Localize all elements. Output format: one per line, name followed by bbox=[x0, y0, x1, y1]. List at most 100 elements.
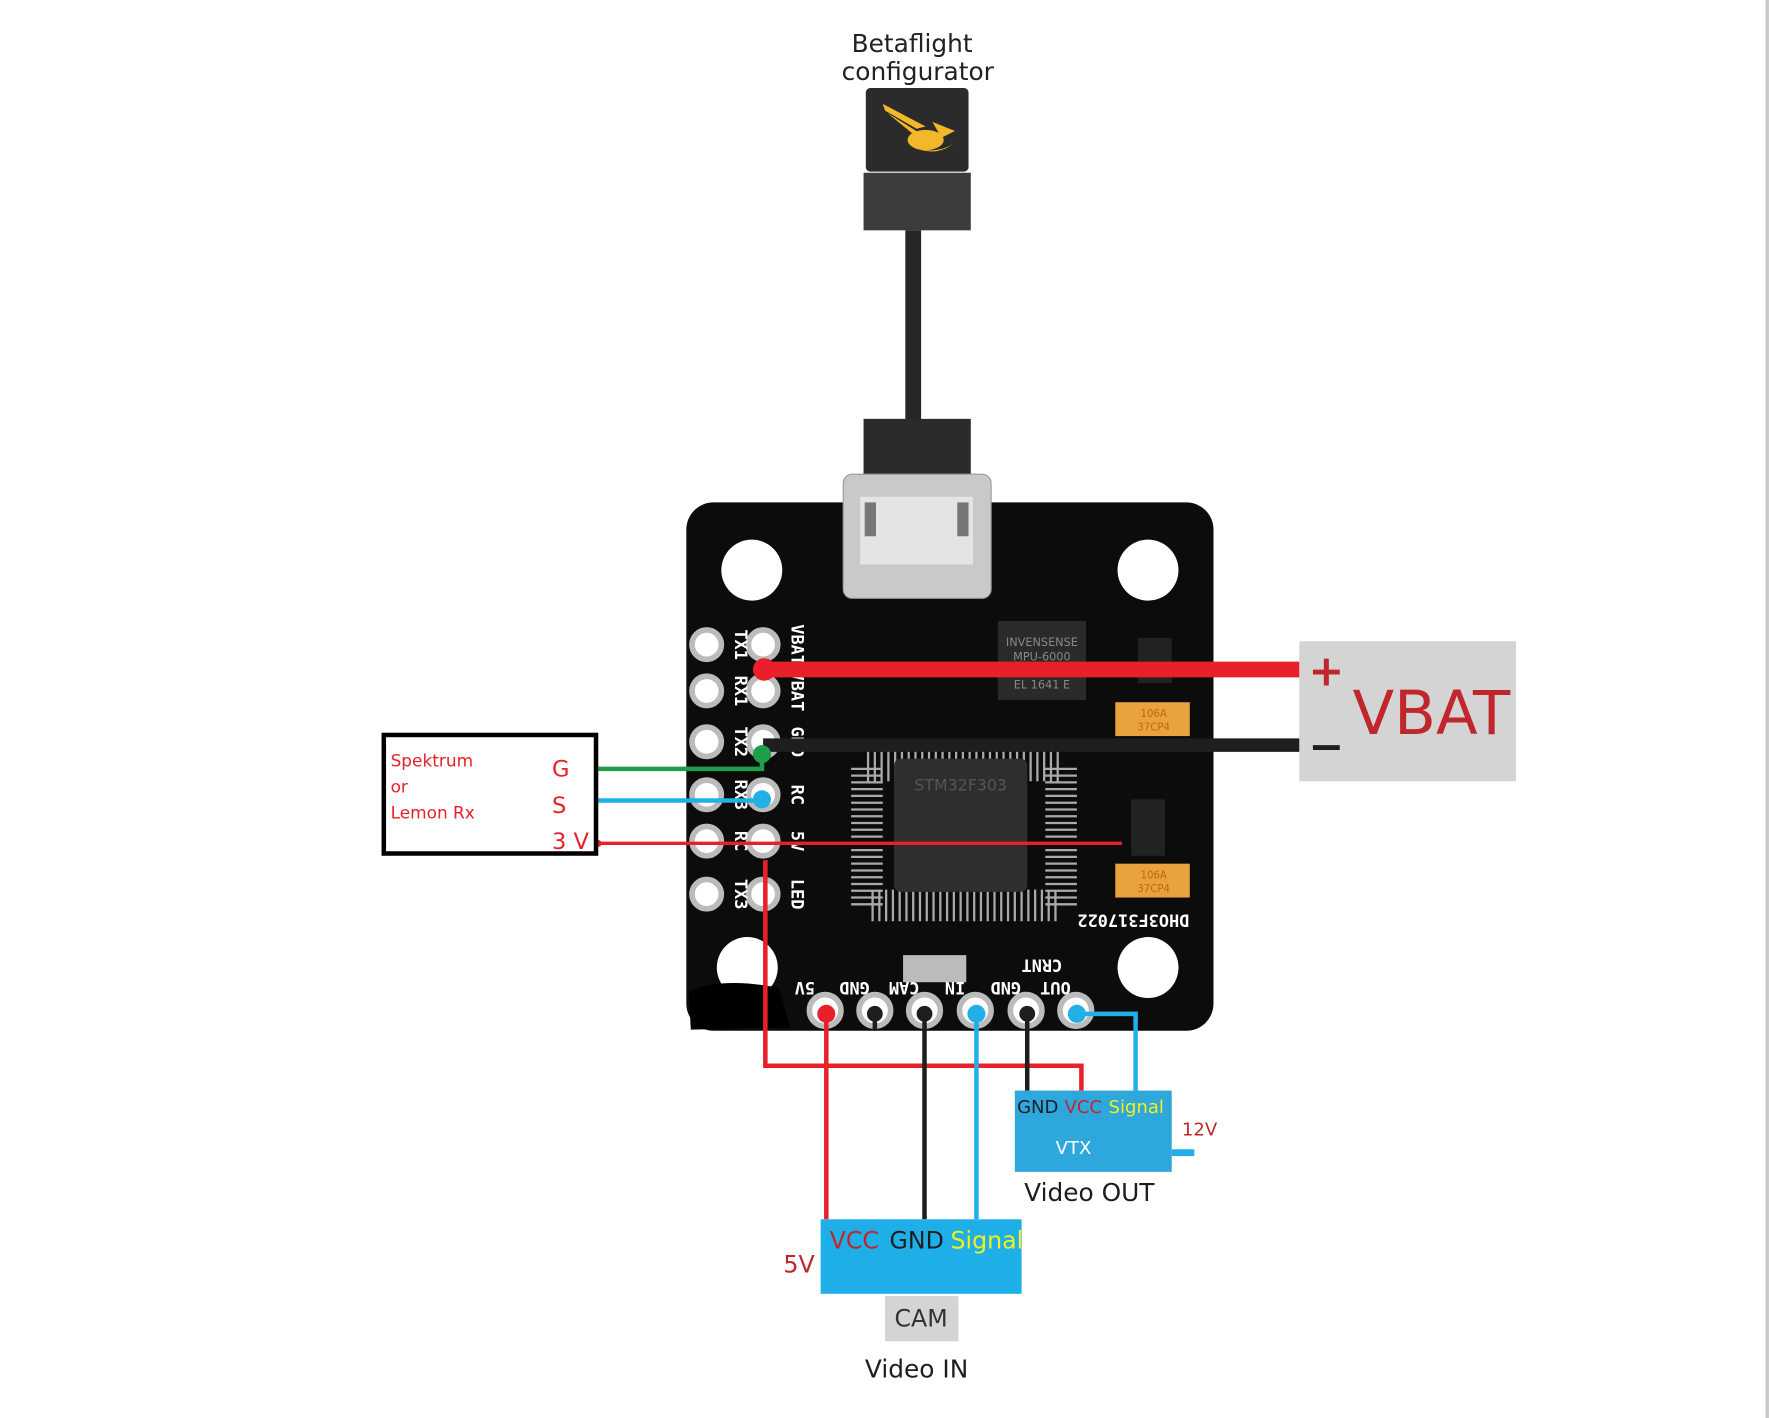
solder-pad bbox=[689, 673, 725, 709]
wires bbox=[594, 658, 1300, 1220]
solder-pad bbox=[745, 823, 781, 859]
wire-joint bbox=[1067, 1004, 1086, 1023]
pad-label: GND bbox=[990, 978, 1021, 998]
battery-block: + − VBAT bbox=[1299, 641, 1517, 782]
battery-label: VBAT bbox=[1352, 678, 1510, 749]
video-out-caption: Video OUT bbox=[1024, 1178, 1155, 1207]
pad-label: RC bbox=[787, 785, 807, 805]
pad-label: TX2 bbox=[731, 726, 751, 757]
pad-label: TX3 bbox=[731, 879, 751, 910]
micro-usb-plug bbox=[863, 418, 971, 475]
receiver-pin-g: G bbox=[552, 757, 569, 783]
solder-pad bbox=[689, 627, 725, 663]
capacitor-text: 37CP4 bbox=[1137, 722, 1170, 733]
receiver-name: Spektrum bbox=[391, 751, 473, 771]
solder-pad bbox=[689, 724, 725, 760]
camera-pin-signal: Signal bbox=[950, 1227, 1023, 1255]
wire-joint bbox=[967, 1004, 986, 1023]
usb-port-shell bbox=[860, 496, 974, 565]
crystal bbox=[903, 955, 967, 983]
wire-joint bbox=[817, 1004, 836, 1023]
battery-box bbox=[1299, 641, 1517, 782]
configurator-title-line1: Betaflight bbox=[852, 29, 973, 58]
receiver-box bbox=[381, 732, 599, 856]
serial-number: DHO3F317022 bbox=[1077, 910, 1189, 930]
betaflight-logo-tile bbox=[865, 88, 969, 172]
imu-text: EL 1641 E bbox=[1014, 679, 1070, 692]
usb-port-pin bbox=[864, 502, 876, 537]
pad-label: IN bbox=[945, 978, 965, 998]
capacitor bbox=[1115, 702, 1190, 737]
receiver-block: Spektrum or Lemon Rx G S 3 V bbox=[381, 732, 599, 856]
pad-label: 5V bbox=[787, 831, 807, 851]
video-in-caption: Video IN bbox=[865, 1354, 968, 1383]
pad-label: TX1 bbox=[731, 629, 751, 660]
imu-chip bbox=[997, 620, 1086, 700]
vtx-voltage: 12V bbox=[1182, 1120, 1218, 1141]
battery-minus-sign: − bbox=[1308, 722, 1344, 772]
pad-label: LED bbox=[787, 879, 807, 910]
mounting-hole bbox=[1117, 539, 1179, 601]
pad-label: VBAT bbox=[787, 671, 807, 712]
vtx-label: VTX bbox=[1056, 1138, 1092, 1159]
wire-joint bbox=[752, 658, 776, 681]
scribble-mark bbox=[688, 982, 791, 1030]
solder-pad bbox=[689, 777, 725, 813]
wire-joint bbox=[866, 1005, 883, 1022]
solder-pad bbox=[745, 627, 781, 663]
mcu-text: STM32F303 bbox=[914, 775, 1007, 794]
wire-joint bbox=[916, 1005, 933, 1022]
mounting-hole bbox=[716, 937, 778, 999]
vtx-antenna-stub bbox=[1171, 1149, 1195, 1157]
camera-label: CAM bbox=[895, 1305, 948, 1333]
vtx-pin-gnd: GND bbox=[1017, 1097, 1058, 1118]
camera-pin-box bbox=[820, 1219, 1022, 1294]
capacitor-text: 106A bbox=[1140, 709, 1166, 720]
wire-joint bbox=[752, 745, 771, 764]
camera-pin-vcc: VCC bbox=[830, 1227, 879, 1255]
receiver-pin-3v: 3 V bbox=[552, 829, 590, 855]
capacitor-text: 37CP4 bbox=[1137, 884, 1170, 895]
pad-label: GND bbox=[839, 978, 870, 998]
receiver-name: Lemon Rx bbox=[391, 803, 475, 823]
crnt-label: CRNT bbox=[1022, 956, 1063, 976]
configurator-title-line2: configurator bbox=[842, 57, 995, 86]
pad-label: CAM bbox=[889, 978, 920, 998]
page-edge-divider bbox=[1765, 0, 1769, 1418]
pad-label: OUT bbox=[1040, 978, 1071, 998]
imu-text: INVENSENSE bbox=[1006, 636, 1078, 649]
mcu-chip bbox=[894, 758, 1028, 892]
solder-pad bbox=[689, 823, 725, 859]
battery-plus-sign: + bbox=[1308, 646, 1344, 696]
imu-text: MPU-6000 bbox=[1013, 650, 1070, 663]
solder-pad bbox=[689, 876, 725, 912]
pad-label: RX1 bbox=[731, 676, 751, 707]
pad-label: RC bbox=[731, 831, 751, 851]
pad-label: VBAT bbox=[787, 624, 807, 665]
usb-cable bbox=[863, 88, 971, 475]
pad-label: RX3 bbox=[731, 780, 751, 811]
camera-block: VCC GND Signal 5V CAM Video IN bbox=[783, 1219, 1023, 1383]
camera-voltage: 5V bbox=[783, 1250, 814, 1278]
usb-cable-wire bbox=[905, 230, 922, 420]
vtx-pin-vcc: VCC bbox=[1064, 1097, 1102, 1118]
mounting-hole bbox=[1117, 937, 1179, 999]
receiver-pin-s: S bbox=[552, 793, 566, 819]
usb-plug-body bbox=[863, 172, 971, 231]
capacitor-text: 106A bbox=[1140, 870, 1166, 881]
vtx-signal-wire bbox=[1076, 1011, 1138, 1091]
wire-joint bbox=[1019, 1005, 1036, 1022]
vtx-pin-signal: Signal bbox=[1109, 1097, 1164, 1118]
receiver-name: or bbox=[391, 777, 408, 797]
regulator-chip bbox=[1131, 799, 1165, 856]
capacitor bbox=[1115, 863, 1190, 898]
camera-pin-gnd: GND bbox=[890, 1227, 944, 1255]
wire-joint bbox=[752, 790, 771, 809]
camera-label-box bbox=[885, 1296, 959, 1342]
vtx-box bbox=[1014, 1090, 1172, 1172]
pad-label: 5V bbox=[795, 978, 815, 998]
vtx-block: GND VCC Signal VTX 12V Video OUT bbox=[1014, 1090, 1218, 1207]
usb-port-pin bbox=[957, 502, 969, 537]
mounting-hole bbox=[721, 539, 783, 601]
